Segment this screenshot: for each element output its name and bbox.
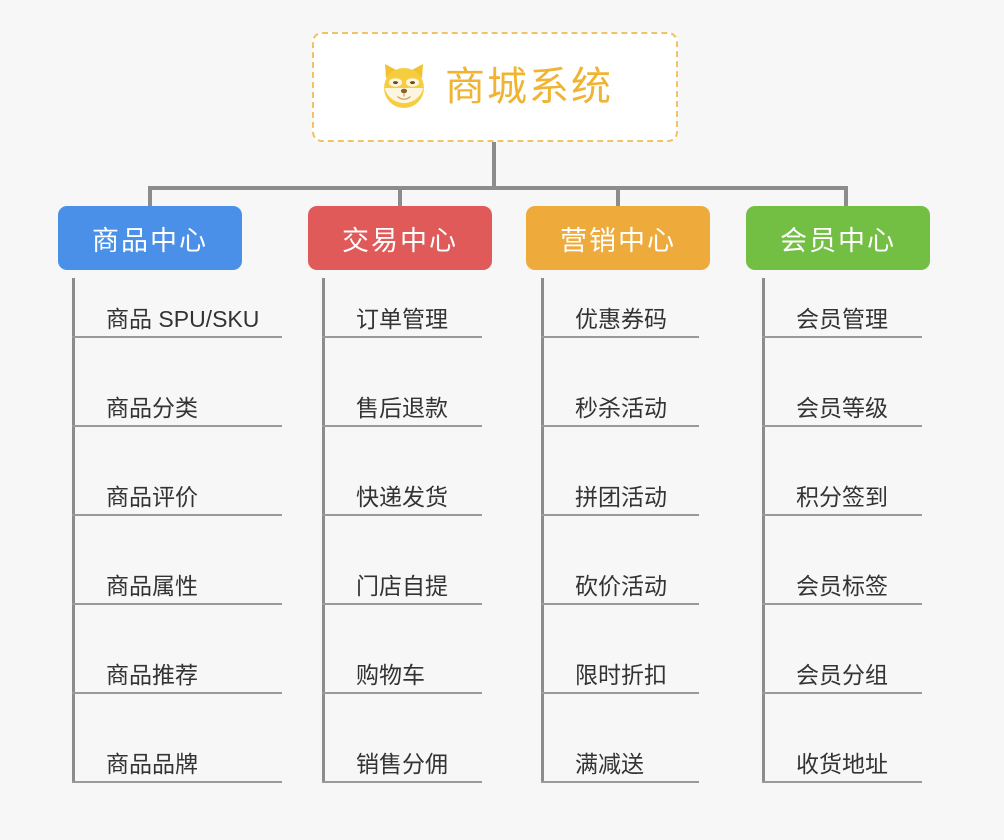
leaf-item[interactable]: 会员标签 xyxy=(762,545,922,605)
connector-root-vertical xyxy=(492,142,496,189)
category-header-3[interactable]: 会员中心 xyxy=(746,206,930,270)
leaf-item-label: 商品属性 xyxy=(106,572,198,599)
leaf-rail-2 xyxy=(541,278,544,783)
leaf-item[interactable]: 商品分类 xyxy=(72,367,282,427)
leaf-item-label: 秒杀活动 xyxy=(575,394,667,421)
category-header-label-2: 营销中心 xyxy=(560,225,676,256)
leaf-item[interactable]: 限时折扣 xyxy=(541,634,699,694)
leaf-item[interactable]: 秒杀活动 xyxy=(541,367,699,427)
leaf-item-label: 收货地址 xyxy=(796,750,888,777)
shiba-inu-dog-face-icon xyxy=(377,60,431,114)
root-node-shop-system[interactable]: 商城系统 xyxy=(312,32,678,142)
leaf-item[interactable]: 商品品牌 xyxy=(72,723,282,783)
leaf-rail-0 xyxy=(72,278,75,783)
leaf-item[interactable]: 会员等级 xyxy=(762,367,922,427)
leaf-item[interactable]: 商品 SPU/SKU xyxy=(72,278,282,338)
leaf-item-label: 快递发货 xyxy=(356,483,448,510)
leaf-item-label: 限时折扣 xyxy=(575,661,667,688)
connector-drop-1 xyxy=(148,186,152,208)
category-header-label-0: 商品中心 xyxy=(92,225,208,256)
category-header-2[interactable]: 营销中心 xyxy=(526,206,710,270)
leaf-item[interactable]: 售后退款 xyxy=(322,367,482,427)
leaf-item[interactable]: 购物车 xyxy=(322,634,482,694)
leaf-item-label: 商品评价 xyxy=(106,483,198,510)
leaf-item[interactable]: 会员分组 xyxy=(762,634,922,694)
connector-drop-4 xyxy=(844,186,848,208)
leaf-item[interactable]: 收货地址 xyxy=(762,723,922,783)
leaf-item-label: 购物车 xyxy=(356,661,425,688)
leaf-item[interactable]: 销售分佣 xyxy=(322,723,482,783)
leaf-item[interactable]: 商品评价 xyxy=(72,456,282,516)
leaf-item-label: 会员分组 xyxy=(796,661,888,688)
leaf-item-label: 订单管理 xyxy=(356,305,448,332)
category-header-0[interactable]: 商品中心 xyxy=(58,206,242,270)
leaf-item[interactable]: 积分签到 xyxy=(762,456,922,516)
leaf-item-label: 商品分类 xyxy=(106,394,198,421)
leaf-item-label: 商品品牌 xyxy=(106,750,198,777)
leaf-item-label: 商品 SPU/SKU xyxy=(106,305,260,332)
leaf-item-label: 门店自提 xyxy=(356,572,448,599)
connector-drop-3 xyxy=(616,186,620,208)
leaf-rail-3 xyxy=(762,278,765,783)
connector-horizontal-bus xyxy=(148,186,848,190)
category-header-label-3: 会员中心 xyxy=(780,225,896,256)
leaf-item-label: 满减送 xyxy=(575,750,644,777)
leaf-item-label: 销售分佣 xyxy=(356,750,448,777)
leaf-item[interactable]: 商品属性 xyxy=(72,545,282,605)
leaf-item[interactable]: 快递发货 xyxy=(322,456,482,516)
leaf-item[interactable]: 门店自提 xyxy=(322,545,482,605)
category-header-label-1: 交易中心 xyxy=(342,225,458,256)
leaf-item[interactable]: 满减送 xyxy=(541,723,699,783)
leaf-item[interactable]: 拼团活动 xyxy=(541,456,699,516)
leaf-item-label: 拼团活动 xyxy=(575,483,667,510)
leaf-item-label: 会员标签 xyxy=(796,572,888,599)
leaf-item-label: 商品推荐 xyxy=(106,661,198,688)
leaf-item-label: 优惠券码 xyxy=(575,305,667,332)
leaf-item[interactable]: 砍价活动 xyxy=(541,545,699,605)
leaf-item[interactable]: 订单管理 xyxy=(322,278,482,338)
leaf-item[interactable]: 商品推荐 xyxy=(72,634,282,694)
leaf-item-label: 售后退款 xyxy=(356,394,448,421)
leaf-item-label: 会员管理 xyxy=(796,305,888,332)
root-title: 商城系统 xyxy=(445,65,613,109)
leaf-rail-1 xyxy=(322,278,325,783)
leaf-item[interactable]: 优惠券码 xyxy=(541,278,699,338)
leaf-item-label: 会员等级 xyxy=(796,394,888,421)
connector-drop-2 xyxy=(398,186,402,208)
leaf-item-label: 积分签到 xyxy=(796,483,888,510)
leaf-item-label: 砍价活动 xyxy=(575,572,667,599)
category-header-1[interactable]: 交易中心 xyxy=(308,206,492,270)
leaf-item[interactable]: 会员管理 xyxy=(762,278,922,338)
